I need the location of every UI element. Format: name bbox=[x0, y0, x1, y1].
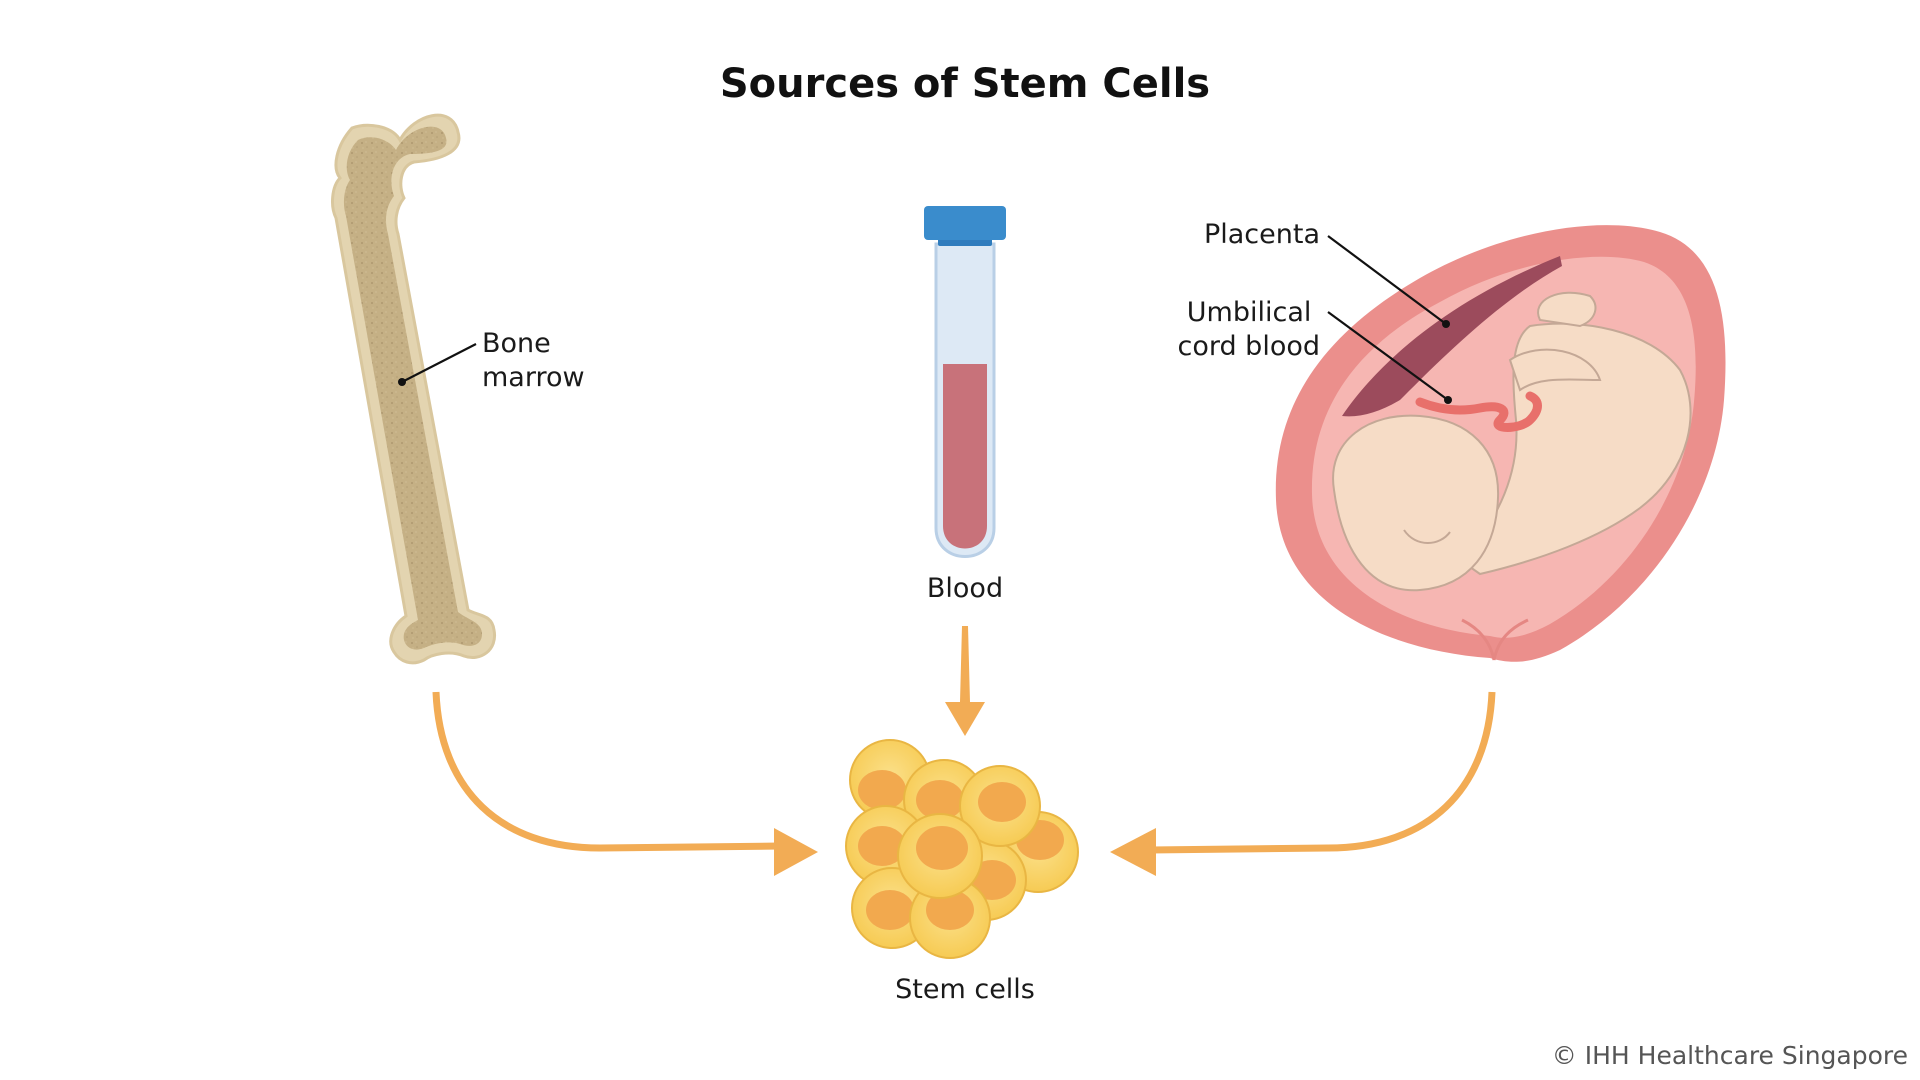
uterus-curve-arrow-head bbox=[1110, 828, 1156, 876]
bone-marrow-interior bbox=[343, 126, 482, 650]
cord-blood-label-line2: cord blood bbox=[1177, 331, 1320, 362]
placenta-label: Placenta bbox=[1204, 219, 1320, 250]
copyright-credit: © IHH Healthcare Singapore bbox=[1552, 1041, 1908, 1070]
fetus-ear bbox=[1403, 529, 1451, 544]
cord-blood-leader-line bbox=[1327, 311, 1449, 401]
bone-marrow-leader-dot bbox=[398, 378, 406, 386]
stem-cell bbox=[959, 765, 1041, 847]
stem-cells-label: Stem cells bbox=[895, 974, 1035, 1005]
tube-blood bbox=[943, 364, 987, 549]
umbilical-cord bbox=[1415, 391, 1542, 432]
fetus-body bbox=[1458, 322, 1692, 576]
blood-label: Blood bbox=[927, 573, 1003, 604]
femur-bone-illustration: Bone marrow bbox=[331, 113, 585, 665]
uterus-curve-arrow-shaft bbox=[1149, 691, 1496, 854]
tube-cap bbox=[924, 206, 1006, 240]
cord-blood-label: Umbilical cord blood bbox=[1177, 297, 1320, 362]
bone-marrow-label-line1: Bone bbox=[482, 328, 551, 359]
fetus-legs bbox=[1537, 291, 1597, 328]
cervix-line bbox=[1461, 618, 1529, 661]
bone-curve-arrow-head bbox=[774, 828, 818, 876]
stem-cell bbox=[897, 813, 983, 899]
blood-test-tube: Blood bbox=[924, 206, 1006, 604]
placenta-leader-line bbox=[1327, 235, 1447, 325]
cord-blood-leader-dot bbox=[1444, 396, 1452, 404]
cord-blood-label-line1: Umbilical bbox=[1187, 297, 1312, 328]
fetus bbox=[1332, 291, 1692, 592]
pregnant-uterus-illustration: Placenta Umbilical cord blood bbox=[1177, 219, 1726, 662]
blood-down-arrow bbox=[945, 626, 985, 736]
stem-cell-cluster: Stem cells bbox=[845, 739, 1079, 1005]
page-title: Sources of Stem Cells bbox=[720, 61, 1210, 107]
placenta-leader-dot bbox=[1442, 320, 1450, 328]
bone-curve-arrow-shaft bbox=[432, 691, 781, 852]
bone-marrow-leader-line bbox=[401, 343, 477, 383]
placenta bbox=[1342, 256, 1562, 417]
fetus-arm bbox=[1508, 348, 1602, 392]
bone-marrow-label: Bone marrow bbox=[482, 328, 585, 393]
bone-marrow-label-line2: marrow bbox=[482, 362, 585, 393]
fetus-head bbox=[1332, 414, 1500, 592]
stem-cell bbox=[909, 877, 991, 959]
flow-arrows bbox=[432, 626, 1496, 876]
